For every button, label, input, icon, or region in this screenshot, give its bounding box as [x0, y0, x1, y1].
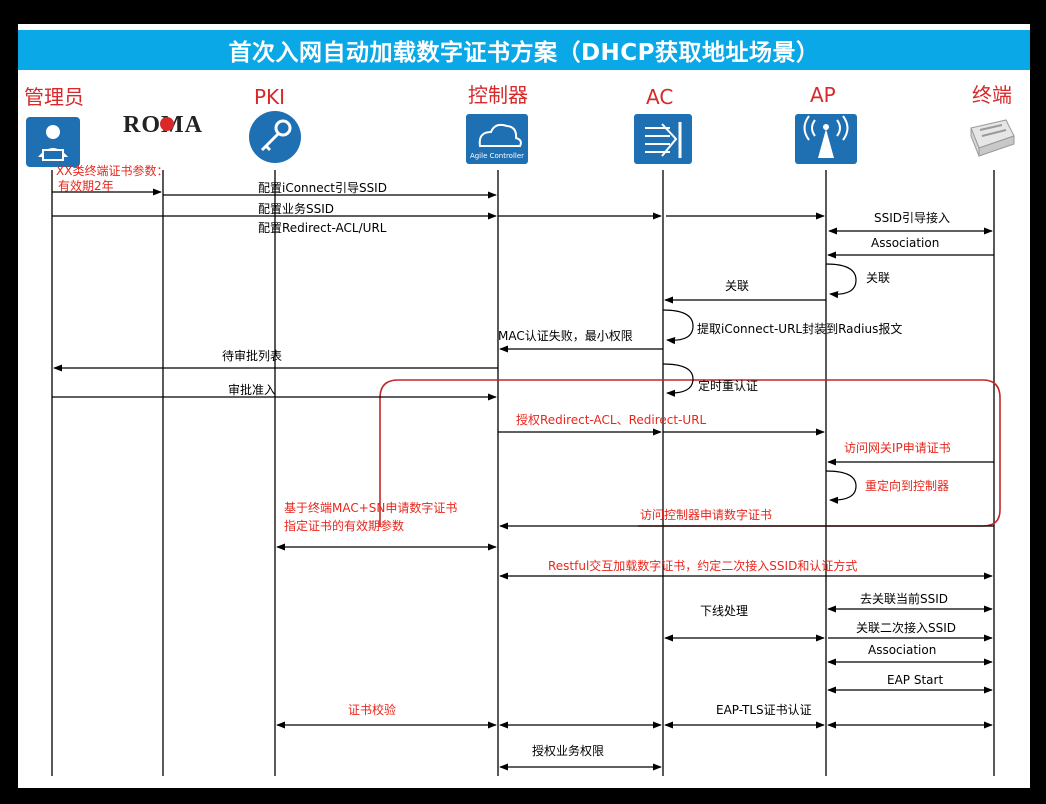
- sequence-diagram: 管理员 ROMA PKI 控制器 AC AP 终端 Agile Controll…: [24, 83, 1015, 776]
- label-associate-second: 关联二次接入SSID: [856, 620, 956, 635]
- diagram-canvas: 首次入网自动加载数字证书方案（DHCP获取地址场景） 管理员 ROMA PKI …: [18, 24, 1030, 788]
- label-mac-auth-fail: MAC认证失败，最小权限: [498, 328, 633, 343]
- label-eap-tls: EAP-TLS证书认证: [716, 703, 812, 717]
- label-disassociate: 去关联当前SSID: [860, 591, 948, 606]
- admin-person-icon: [26, 117, 80, 167]
- label-redirect-controller: 重定向到控制器: [865, 478, 949, 493]
- label-pending-list: 待审批列表: [222, 348, 282, 363]
- antenna-icon: [795, 114, 857, 164]
- loop-ap-associate: [825, 263, 857, 299]
- participant-pki: PKI: [254, 85, 285, 109]
- cloud-controller-icon: Agile Controller: [466, 114, 528, 164]
- label-associate: 关联: [725, 279, 749, 293]
- label-config-redirect: 配置Redirect-ACL/URL: [258, 221, 387, 235]
- ac-device-icon: [634, 114, 692, 164]
- message-arrows: [52, 188, 994, 771]
- label-authorize-business: 授权业务权限: [532, 743, 604, 758]
- key-icon: [249, 111, 301, 163]
- label-authorize-redirect: 授权Redirect-ACL、Redirect-URL: [516, 412, 707, 427]
- label-pki-validity: 指定证书的有效期参数: [284, 518, 404, 533]
- participant-ac: AC: [646, 85, 673, 109]
- label-access-controller: 访问控制器申请数字证书: [640, 507, 772, 522]
- roma-logo-dot: [160, 117, 174, 131]
- loop-ac-extract: [662, 309, 694, 345]
- page-title: 首次入网自动加载数字证书方案（DHCP获取地址场景）: [18, 30, 1030, 70]
- label-restful: Restful交互加载数字证书，约定二次接入SSID和认证方式: [548, 558, 857, 573]
- label-ap-associate-loop: 关联: [866, 271, 890, 285]
- label-offline: 下线处理: [700, 604, 748, 618]
- loop-ac-reauth: [662, 363, 694, 397]
- label-timed-reauth: 定时重认证: [698, 378, 758, 393]
- label-ssid-guide: SSID引导接入: [874, 210, 950, 225]
- redirect-group-box: [379, 379, 1001, 527]
- label-extract-url: 提取iConnect-URL封装到Radius报文: [697, 321, 902, 336]
- participant-ap: AP: [810, 83, 836, 107]
- label-association-2: Association: [868, 643, 936, 657]
- label-association-1: Association: [871, 236, 939, 250]
- label-access-gateway: 访问网关IP申请证书: [844, 441, 951, 455]
- label-config-ssid: 配置业务SSID: [258, 201, 334, 216]
- participant-terminal: 终端: [972, 83, 1012, 107]
- lifelines: [51, 170, 995, 776]
- label-cert-validity: 有效期2年: [58, 178, 114, 193]
- label-eap-start: EAP Start: [887, 673, 943, 687]
- label-cert-verify: 证书校验: [348, 702, 396, 717]
- participant-admin: 管理员: [24, 85, 84, 109]
- label-cert-params: XX类终端证书参数：: [56, 163, 168, 178]
- loop-ap-redirect: [825, 470, 857, 504]
- participant-controller: 控制器: [468, 83, 528, 107]
- label-pki-request: 基于终端MAC+SN申请数字证书: [284, 500, 457, 515]
- label-config-iconnect: 配置iConnect引导SSID: [258, 181, 387, 195]
- label-approve: 审批准入: [228, 382, 276, 397]
- terminal-device-icon: [970, 119, 1015, 157]
- controller-caption: Agile Controller: [470, 152, 524, 160]
